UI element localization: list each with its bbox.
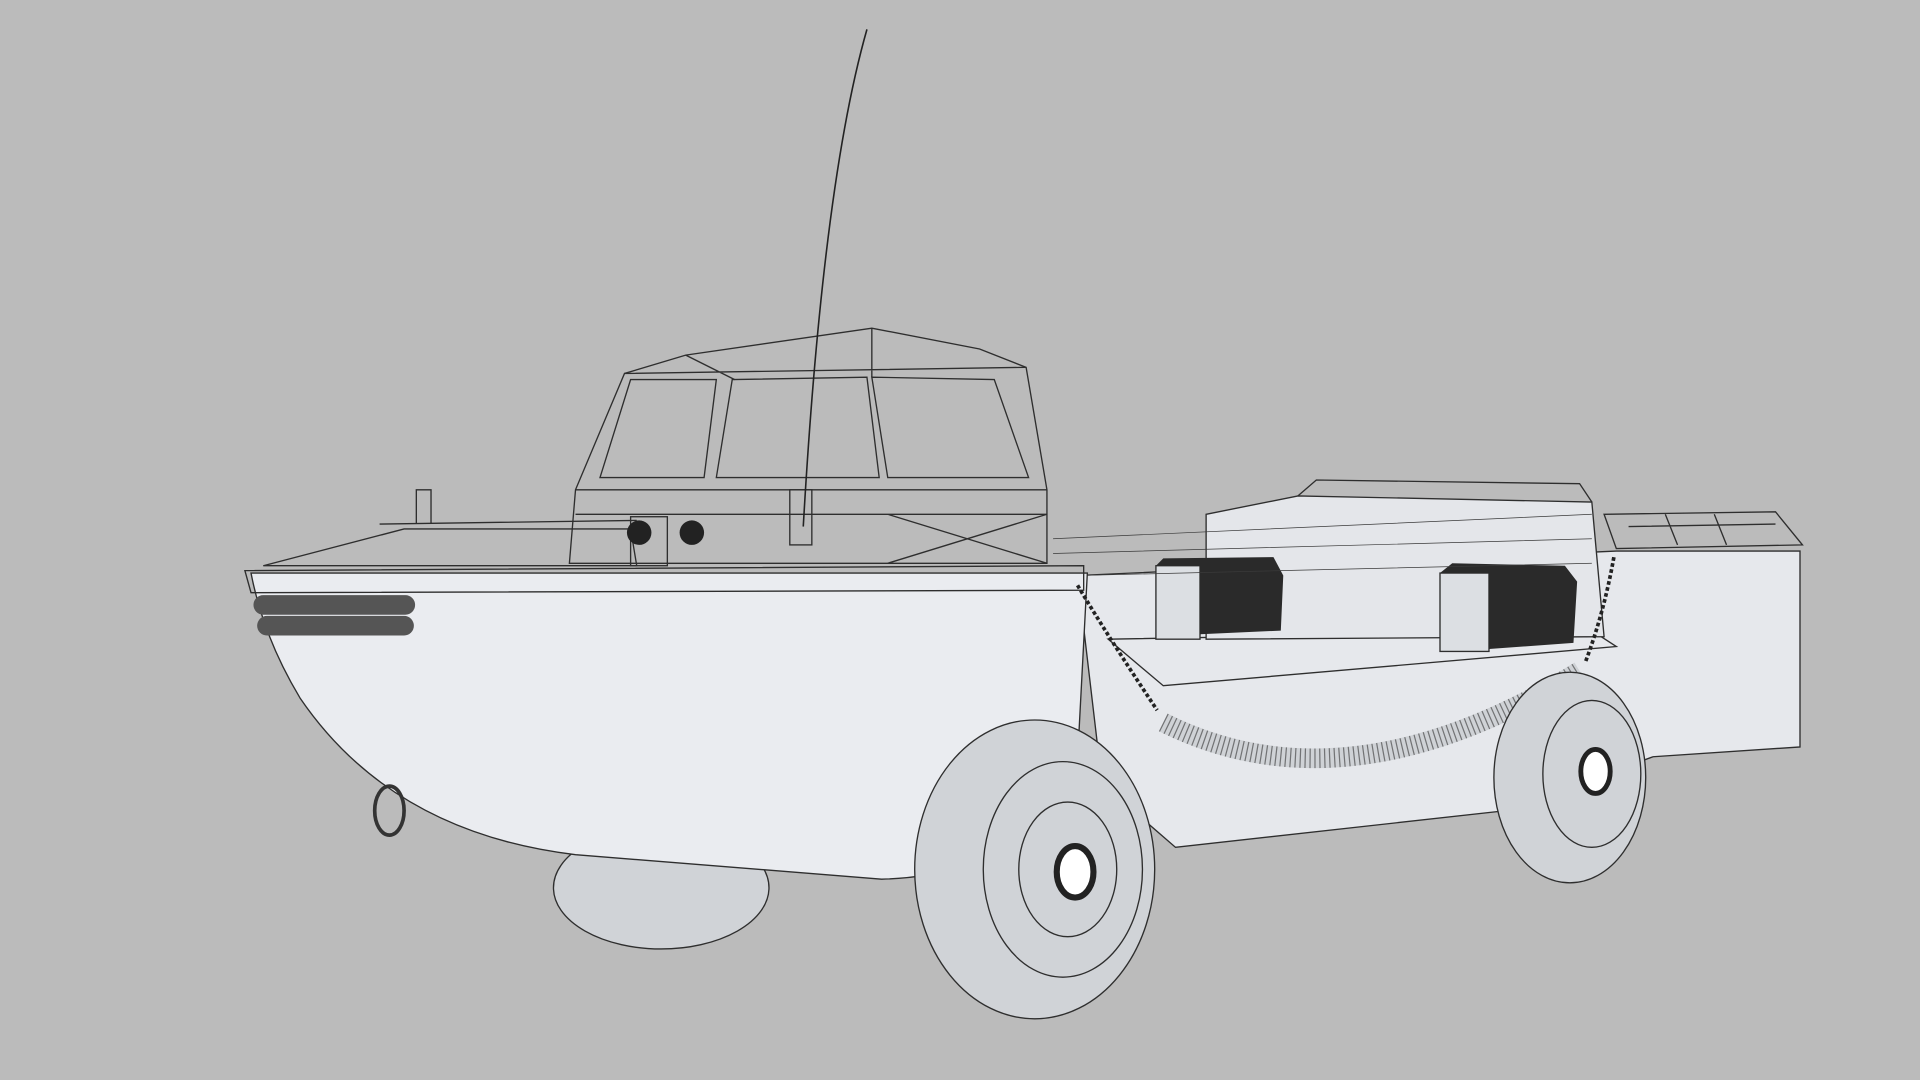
antenna — [802, 29, 868, 527]
vent-pipes — [626, 516, 705, 567]
exhaust-pipes — [253, 595, 416, 636]
cargo-crate-right — [1439, 563, 1578, 653]
cabin-window-right — [871, 376, 1030, 479]
chain — [1075, 584, 1159, 712]
cabin — [568, 327, 1048, 564]
front-rail — [379, 489, 637, 525]
cargo-crate-left — [1155, 557, 1284, 640]
tow-shackle — [372, 784, 406, 837]
cabin-window-center — [715, 376, 880, 479]
rear-railing — [1603, 511, 1804, 550]
cabin-window-left — [599, 378, 718, 479]
deck-cables — [1053, 513, 1592, 576]
front-right-wheel — [914, 719, 1156, 1020]
rear-right-wheel — [1493, 671, 1647, 884]
hull-rim — [244, 565, 1085, 594]
